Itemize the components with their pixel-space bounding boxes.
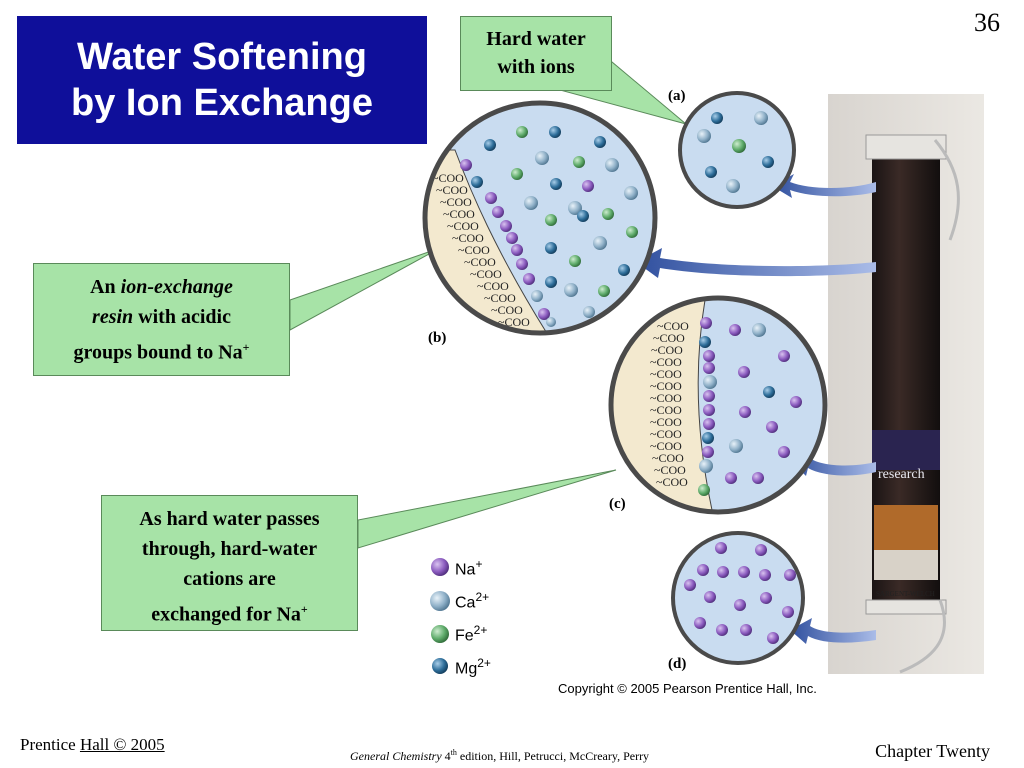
- panel-d-soft-water: [671, 531, 805, 665]
- callout-c-line3: cations are: [183, 568, 276, 590]
- callout-b-line1: An ion-exchange: [90, 276, 233, 298]
- resin-coo-group: ~COO: [650, 355, 682, 369]
- column-brand-label: research: [878, 467, 925, 482]
- resin-groups-b: ~COO~COO ~COO~COO ~COO~COO ~COO~COO ~COO…: [432, 171, 530, 329]
- panel-label-d: (d): [668, 656, 686, 672]
- legend-fe-swatch: [431, 625, 449, 643]
- resin-coo-group: ~COO: [650, 427, 682, 441]
- callout-b-line2: resin with acidic: [92, 306, 231, 328]
- footer-book-credit: General Chemistry 4th edition, Hill, Pet…: [350, 748, 650, 763]
- legend-na-label: Na+: [455, 557, 483, 579]
- copyright-notice: Copyright © 2005 Pearson Prentice Hall, …: [558, 681, 817, 696]
- legend-ca-label: Ca2+: [455, 590, 490, 612]
- footer-publisher: Prentice Hall © 2005: [20, 735, 165, 754]
- resin-groups-c: ~COO~COO ~COO~COO ~COO~COO ~COO~COO ~COO…: [650, 319, 689, 489]
- resin-coo-group: ~COO: [477, 279, 509, 293]
- callout-c-pointer: [357, 469, 617, 549]
- panel-label-a: (a): [668, 88, 686, 104]
- title-line-2: by Ion Exchange: [71, 82, 373, 124]
- legend-na-swatch: [431, 558, 449, 576]
- resin-coo-group: ~COO: [470, 267, 502, 281]
- callout-c-line1: As hard water passes: [139, 508, 320, 530]
- resin-coo-group: ~COO: [653, 331, 685, 345]
- title-box: Water Softening by Ion Exchange: [17, 16, 427, 144]
- panel-b-resin: ~COO~COO ~COO~COO ~COO~COO ~COO~COO ~COO…: [422, 100, 658, 336]
- callout-b-line3: groups bound to Na+: [73, 340, 250, 364]
- footer-publisher-link[interactable]: Hall © 2005: [79, 735, 165, 754]
- slide-number: 36: [974, 8, 1000, 37]
- resin-coo-group: ~COO: [650, 367, 682, 381]
- slide-title: Water Softening by Ion Exchange: [71, 34, 373, 126]
- callout-resin: An ion-exchange resin with acidic groups…: [33, 263, 290, 376]
- resin-coo-group: ~COO: [654, 463, 686, 477]
- column-maker-label: SARGENT-WELCH: [876, 590, 935, 598]
- legend-mg-label: Mg2+: [455, 656, 491, 678]
- legend-fe-label: Fe2+: [455, 623, 488, 645]
- resin-coo-group: ~COO: [650, 379, 682, 393]
- resin-coo-group: ~COO: [657, 319, 689, 333]
- callout-exchange: As hard water passes through, hard-water…: [101, 495, 358, 631]
- callout-a-line1: Hard water: [486, 28, 586, 50]
- footer-chapter: Chapter Twenty: [875, 741, 990, 761]
- panel-label-c: (c): [609, 496, 626, 512]
- callout-b-pointer: [289, 247, 441, 331]
- panel-label-b: (b): [428, 330, 446, 346]
- resin-coo-group: ~COO: [491, 303, 523, 317]
- resin-coo-group: ~COO: [432, 171, 464, 185]
- legend-mg-swatch: [432, 658, 448, 674]
- callout-hard-water: Hard water with ions: [460, 16, 612, 91]
- title-line-1: Water Softening: [77, 36, 367, 78]
- ion-legend: [430, 558, 450, 674]
- flow-arrows: [636, 174, 876, 644]
- resin-coo-group: ~COO: [650, 391, 682, 405]
- resin-coo-group: ~COO: [464, 255, 496, 269]
- resin-coo-group: ~COO: [650, 415, 682, 429]
- callout-a-line2: with ions: [497, 56, 575, 78]
- resin-coo-group: ~COO: [452, 231, 484, 245]
- resin-coo-group: ~COO: [650, 439, 682, 453]
- resin-coo-group: ~COO: [656, 475, 688, 489]
- column-photo: research SARGENT-WELCH: [828, 94, 984, 674]
- callout-c-line4: exchanged for Na+: [151, 602, 308, 626]
- callout-c-line2: through, hard-water: [141, 538, 318, 560]
- resin-coo-group: ~COO: [440, 195, 472, 209]
- resin-coo-group: ~COO: [484, 291, 516, 305]
- resin-coo-group: ~COO: [652, 451, 684, 465]
- resin-coo-group: ~COO: [651, 343, 683, 357]
- panel-c-exchange: ~COO~COO ~COO~COO ~COO~COO ~COO~COO ~COO…: [608, 295, 828, 515]
- legend-ca-swatch: [430, 591, 450, 611]
- resin-coo-group: ~COO: [436, 183, 468, 197]
- resin-coo-group: ~COO: [447, 219, 479, 233]
- panel-a-hard-water: [678, 91, 796, 209]
- resin-coo-group: ~COO: [650, 403, 682, 417]
- resin-coo-group: ~COO: [458, 243, 490, 257]
- resin-coo-group: ~COO: [443, 207, 475, 221]
